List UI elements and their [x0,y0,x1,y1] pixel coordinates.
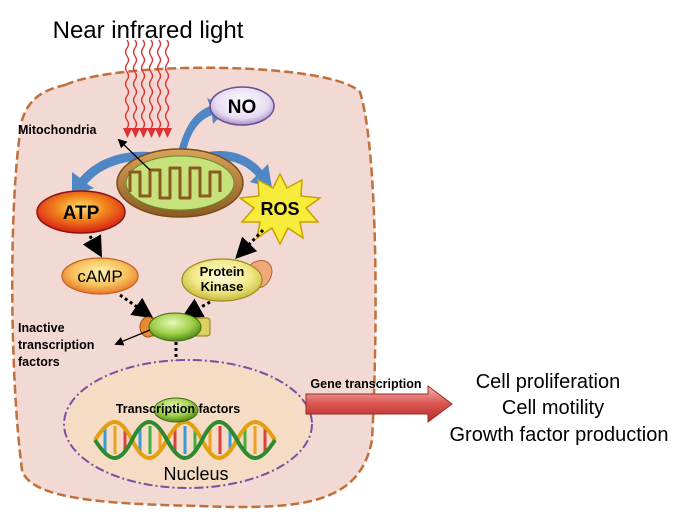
dna-helix [93,420,277,460]
transcription-factors-label: Transcription factors [116,402,240,416]
light-arrowheads [123,128,172,138]
camp-node: cAMP [61,257,139,295]
protein-kinase-node: Protein Kinase [181,258,273,302]
mitochondria-pointer [117,138,151,171]
arrow-camp-to-tf [119,293,154,319]
mitochondrion [116,148,244,218]
gene-transcription-label: Gene transcription [310,377,421,391]
near-infrared-waves [124,39,170,129]
active-transcription-factor [153,397,199,423]
arrow-ros-to-kinase [235,228,265,260]
atp-node: ATP [36,190,126,234]
outcome-cell-proliferation: Cell proliferation [476,371,621,393]
nucleus-label: Nucleus [163,464,228,484]
camp-label: cAMP [77,267,122,286]
no-node: NO [209,86,275,126]
arrow-to-ros [208,150,272,188]
no-label: NO [228,97,257,118]
transcription-factor-complex [139,312,211,342]
ros-node: ROS [237,172,323,246]
gene-transcription-arrow [305,385,453,423]
inactive-tf-label-line2: transcription [18,338,94,352]
outcome-growth-factor-production: Growth factor production [450,424,669,446]
inactive-tf-label-line1: Inactive [18,321,65,335]
atp-label: ATP [63,203,100,224]
ros-label: ROS [260,199,299,219]
title-near-infrared-light: Near infrared light [53,17,244,44]
outcome-cell-motility: Cell motility [502,397,604,419]
arrow-kinase-to-tf [181,298,211,319]
protein-kinase-label-line2: Kinase [201,279,244,294]
inactive-tf-label-line3: factors [18,355,60,369]
inactive-tf-pointer [114,329,151,346]
mitochondria-label: Mitochondria [18,123,98,137]
protein-kinase-label-line1: Protein [200,264,245,279]
